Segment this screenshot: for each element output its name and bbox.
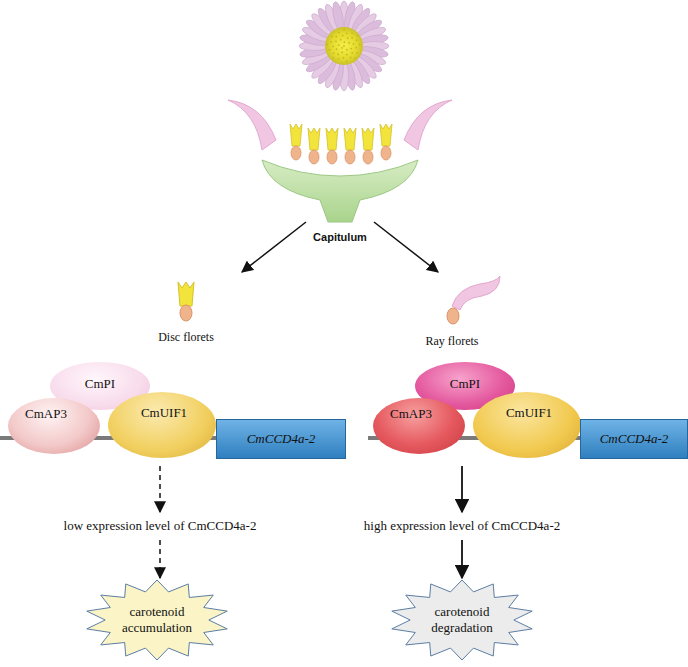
- node-text: CmUIF1: [141, 405, 187, 421]
- protein-ellipse: CmUIF1: [473, 392, 581, 458]
- dashed-arrow: [159, 466, 161, 512]
- capitulum-section: [228, 100, 452, 222]
- disc-floret: [178, 282, 194, 321]
- node-text: CmPI: [85, 376, 115, 392]
- arrow: [242, 222, 306, 272]
- protein-ellipse: CmAP3: [8, 398, 100, 454]
- section-label: Capitulum: [311, 231, 369, 243]
- gene-box: CmCCD4a-2: [580, 419, 688, 459]
- dashed-arrow: [159, 540, 161, 578]
- node-text: CmPI: [450, 376, 480, 392]
- gene-box: CmCCD4a-2: [216, 419, 346, 459]
- node-text: CmUIF1: [506, 405, 552, 421]
- arrow: [374, 222, 438, 272]
- node-text: carotenoid accumulation: [116, 604, 198, 635]
- protein-ellipse: CmAP3: [373, 398, 465, 454]
- arrow: [461, 540, 463, 578]
- node-text: CmCCD4a-2: [600, 431, 669, 447]
- floret-label: Disc florets: [156, 330, 216, 345]
- daisy-flower: [299, 1, 389, 91]
- floret-label: Ray florets: [424, 334, 481, 349]
- node-text: CmCCD4a-2: [247, 431, 316, 447]
- node-text: CmAP3: [25, 406, 67, 422]
- node-text: carotenoid degradation: [421, 604, 503, 635]
- arrow: [461, 466, 463, 512]
- starburst: carotenoid degradation: [390, 580, 534, 660]
- starburst: carotenoid accumulation: [85, 580, 229, 660]
- node-text: CmAP3: [390, 406, 432, 422]
- protein-ellipse: CmUIF1: [108, 392, 216, 458]
- ray-floret: [447, 276, 500, 324]
- expression-label: low expression level of CmCCD4a-2: [62, 518, 259, 534]
- expression-label: high expression level of CmCCD4a-2: [362, 518, 562, 534]
